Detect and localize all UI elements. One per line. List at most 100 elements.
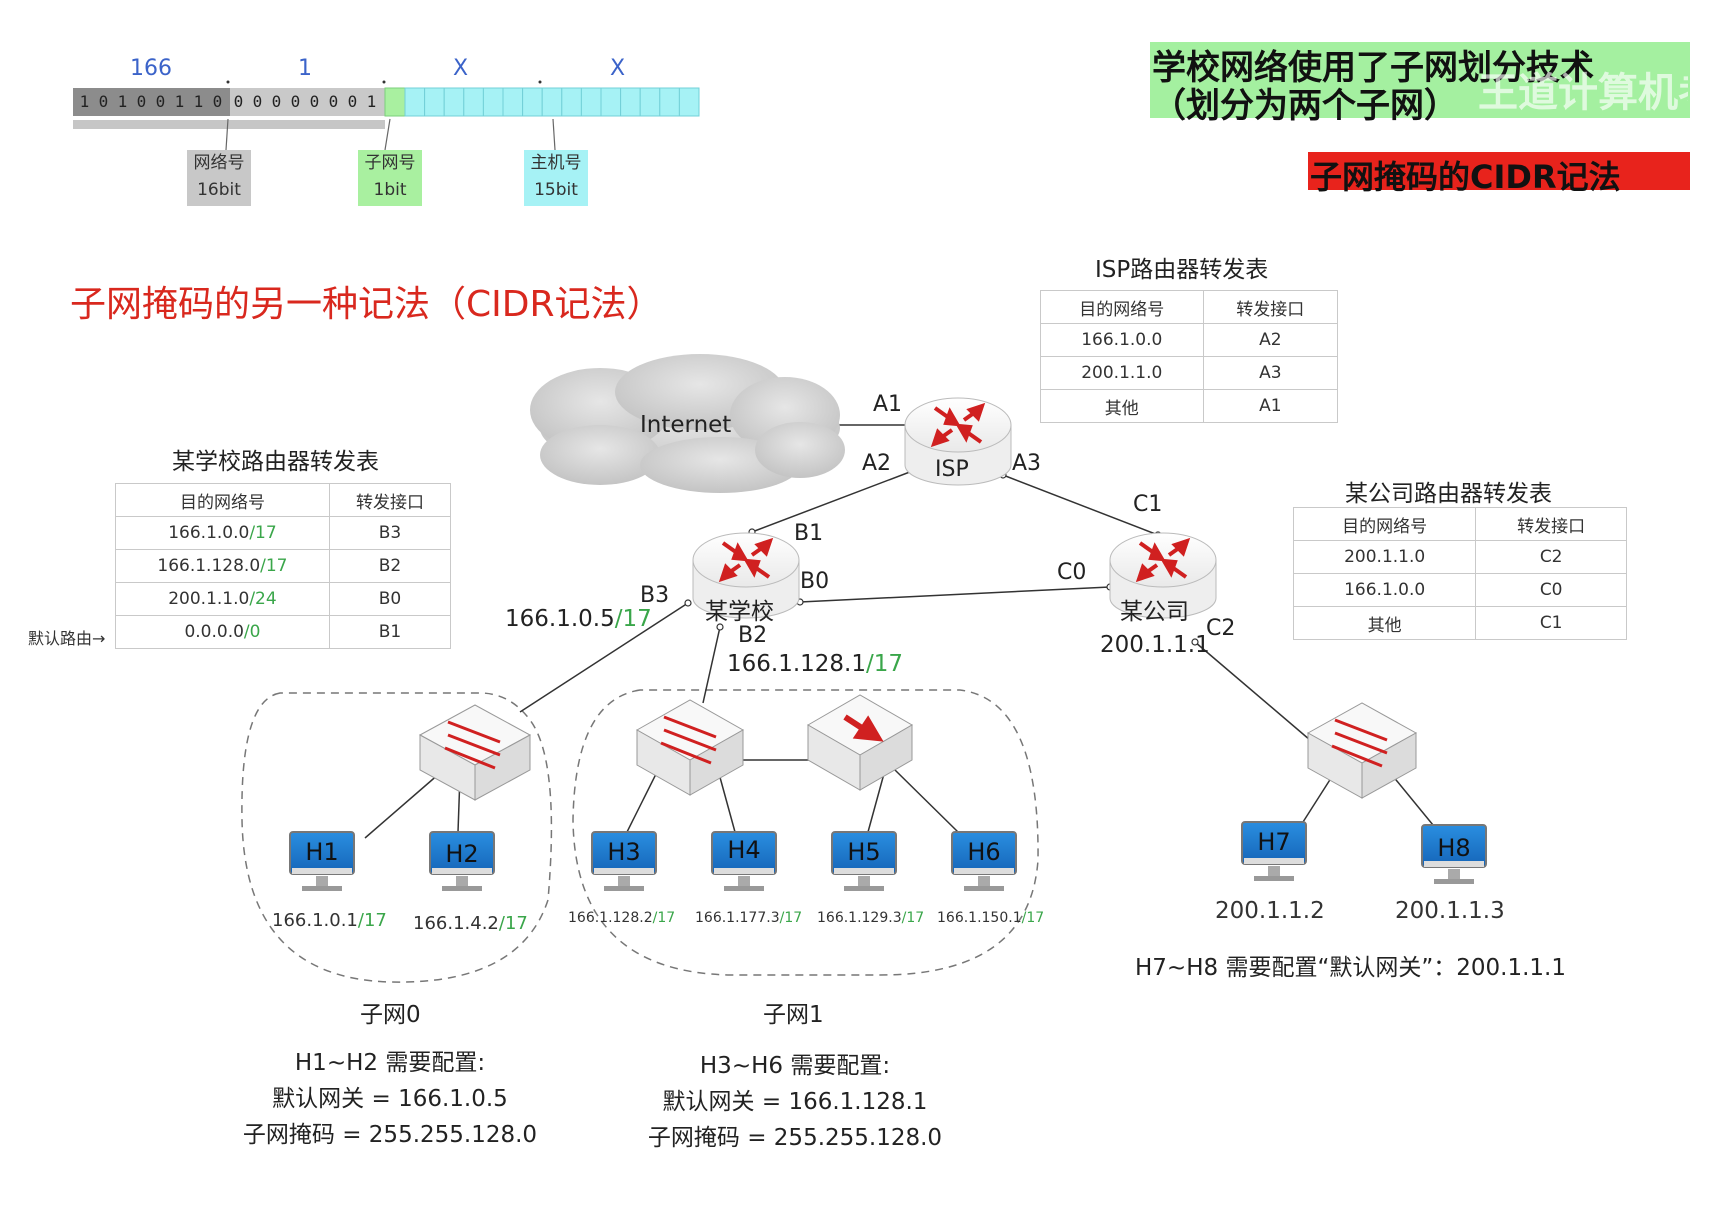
b2-ip: 166.1.128.1/17 bbox=[727, 651, 903, 677]
host-name: H4 bbox=[727, 836, 761, 864]
ip-address: 166.1.4.2 bbox=[413, 913, 499, 934]
host-ip: 166.1.150.1/17 bbox=[937, 910, 1044, 926]
config-line: H1~H2 需要配置: bbox=[294, 1050, 486, 1076]
bit-cell: 0 bbox=[290, 92, 301, 111]
host-bits-bar bbox=[404, 87, 700, 117]
title-line1: 学校网络使用了子网划分技术 bbox=[1152, 48, 1594, 88]
octet-3: X bbox=[453, 56, 469, 81]
config-line: 子网掩码 = 255.255.128.0 bbox=[242, 1122, 538, 1148]
subnet0-config: H1~H2 需要配置: 默认网关 = 166.1.0.5 子网掩码 = 255.… bbox=[200, 1045, 580, 1153]
bit-cell: 1 bbox=[366, 92, 377, 111]
config-line: H3~H6 需要配置: bbox=[699, 1053, 891, 1079]
host-name: H1 bbox=[305, 838, 339, 866]
bit-cell: 1 bbox=[79, 92, 90, 111]
network-bits-label: 网络号 16bit bbox=[187, 150, 251, 206]
company-gateway-note: H7~H8 需要配置“默认网关”：200.1.1.1 bbox=[1135, 955, 1567, 981]
table-cell: C2 bbox=[1475, 540, 1627, 574]
host-ip: 166.1.129.3/17 bbox=[817, 910, 924, 926]
company-label: 某公司 bbox=[1120, 599, 1189, 625]
config-line: 默认网关 = 166.1.0.5 bbox=[272, 1086, 508, 1112]
table-cell: A2 bbox=[1202, 323, 1339, 357]
internet-label: Internet bbox=[640, 412, 732, 438]
prefix-length: /17 bbox=[357, 910, 387, 931]
table-header-row: 目的网络号转发接口 bbox=[1040, 290, 1339, 324]
host-ip: 200.1.1.3 bbox=[1395, 898, 1505, 924]
port-a1: A1 bbox=[873, 392, 903, 417]
bit-cell: 0 bbox=[155, 92, 166, 111]
table-header: 目的网络号 bbox=[1292, 507, 1477, 541]
host-name: H7 bbox=[1257, 828, 1291, 856]
host-h8-monitor bbox=[1421, 824, 1487, 884]
ip-address: 166.1.128.2 bbox=[568, 910, 653, 926]
table-cell: 其他 bbox=[1040, 389, 1204, 423]
host-bits-count: 15bit bbox=[534, 180, 578, 200]
table-cell: C1 bbox=[1475, 606, 1627, 640]
bit-cell: 0 bbox=[233, 92, 244, 111]
table-cell: 200.1.1.0/24 bbox=[115, 582, 330, 616]
prefix-length: /17 bbox=[614, 606, 652, 632]
switch-company bbox=[1306, 702, 1418, 799]
prefix-length: /17 bbox=[779, 910, 803, 926]
table-header: 转发接口 bbox=[328, 483, 452, 517]
table-header: 转发接口 bbox=[1202, 290, 1339, 324]
port-c2: C2 bbox=[1206, 616, 1236, 641]
switch-subnet1-right bbox=[806, 694, 914, 791]
bit-cell: 0 bbox=[271, 92, 282, 111]
table-cell: 166.1.0.0 bbox=[1292, 573, 1477, 607]
company-ip: 200.1.1.1 bbox=[1100, 632, 1210, 658]
network-bits-name: 网络号 bbox=[193, 153, 245, 173]
table-header-row: 目的网络号转发接口 bbox=[1292, 507, 1627, 541]
isp-router bbox=[904, 397, 1012, 486]
bit-cell: 0 bbox=[252, 92, 263, 111]
host-ip: 166.1.128.2/17 bbox=[568, 910, 675, 926]
table-cell: 166.1.0.0/17 bbox=[115, 516, 330, 550]
bit-cell: 0 bbox=[212, 92, 223, 111]
host-name: H3 bbox=[607, 838, 641, 866]
bit-cell: 1 bbox=[117, 92, 128, 111]
prefix-length: /17 bbox=[866, 651, 904, 677]
port-a3: A3 bbox=[1012, 451, 1042, 476]
octet-4: X bbox=[610, 56, 626, 81]
network-span-bar bbox=[73, 120, 385, 129]
net-address: 166.1.128.0 bbox=[157, 556, 261, 576]
port-b1: B1 bbox=[794, 521, 824, 546]
table-cell: B0 bbox=[328, 582, 452, 616]
table-cell: 166.1.128.0/17 bbox=[115, 549, 330, 583]
default-route-label: 默认路由→ bbox=[28, 629, 106, 648]
prefix-length: /24 bbox=[249, 589, 277, 609]
prefix-length: /17 bbox=[652, 910, 676, 926]
internet-cloud bbox=[530, 354, 845, 493]
table-cell: B3 bbox=[328, 516, 452, 550]
subnet0-name: 子网0 bbox=[360, 1002, 421, 1028]
network-bits-count: 16bit bbox=[197, 180, 241, 200]
table-cell: A3 bbox=[1202, 356, 1339, 390]
bit-cell: 1 bbox=[174, 92, 185, 111]
table-cell: 200.1.1.0 bbox=[1040, 356, 1204, 390]
prefix-length: /17 bbox=[249, 523, 277, 543]
table-header: 转发接口 bbox=[1475, 507, 1627, 541]
title-box bbox=[1150, 42, 1690, 118]
port-c0: C0 bbox=[1057, 560, 1087, 585]
table-cell: 200.1.1.0 bbox=[1292, 540, 1477, 574]
table-cell: 其他 bbox=[1292, 606, 1477, 640]
company-router bbox=[1109, 532, 1217, 619]
switch-subnet1-left bbox=[635, 699, 745, 796]
net-address: 0.0.0.0 bbox=[184, 622, 244, 642]
isp-label: ISP bbox=[935, 457, 969, 482]
prefix-length: /17 bbox=[1021, 910, 1045, 926]
prefix-length: /17 bbox=[901, 910, 925, 926]
ip-address: 166.1.177.3 bbox=[695, 910, 780, 926]
host-ip: 200.1.1.2 bbox=[1215, 898, 1325, 924]
bit-cell: 0 bbox=[136, 92, 147, 111]
table-cell: A1 bbox=[1202, 389, 1339, 423]
prefix-length: /0 bbox=[243, 622, 261, 642]
port-c1: C1 bbox=[1133, 492, 1163, 517]
page-subtitle: 子网掩码的另一种记法（CIDR记法） bbox=[70, 284, 663, 325]
isp-table-title: ISP路由器转发表 bbox=[1095, 257, 1269, 283]
